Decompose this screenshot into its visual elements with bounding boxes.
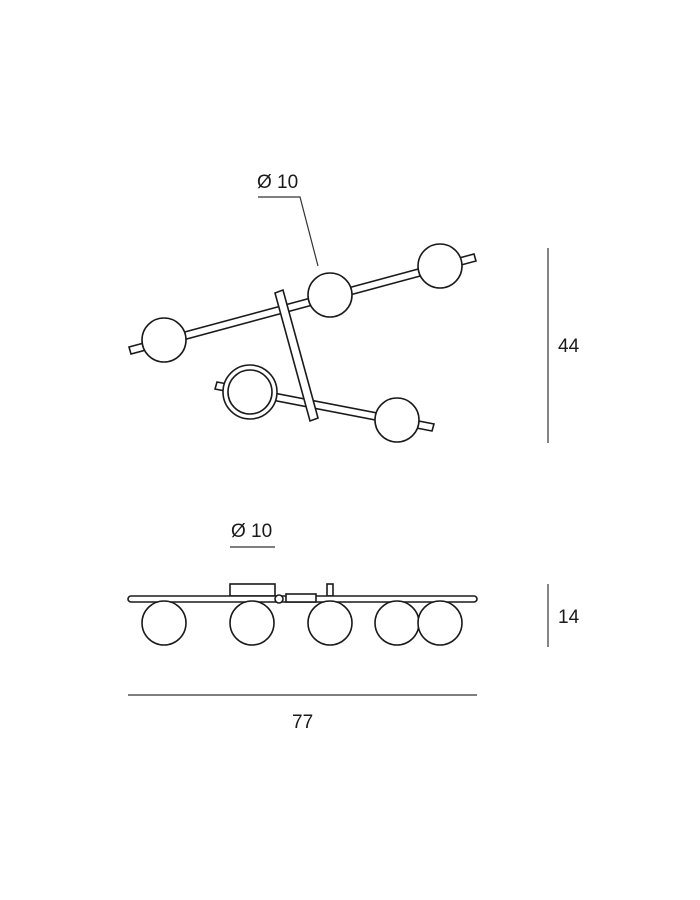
side-height-label: 14	[558, 607, 580, 628]
rail-sleeve	[285, 593, 317, 603]
globe	[374, 397, 420, 443]
diameter-leader	[258, 196, 319, 267]
canopy	[229, 583, 276, 597]
side-width-label: 77	[292, 712, 313, 733]
joint	[274, 594, 284, 604]
side-diameter-label: Ø 10	[231, 521, 272, 542]
globe	[417, 600, 463, 646]
cross-bar	[274, 288, 319, 423]
globe	[141, 600, 187, 646]
side-view: Ø 10 14 77	[127, 521, 580, 733]
globe	[307, 272, 353, 318]
upper-arm	[128, 253, 477, 355]
globe	[374, 600, 420, 646]
globe	[307, 600, 353, 646]
top-view: Ø 10 44	[128, 172, 580, 443]
top-diameter-label: Ø 10	[257, 172, 298, 193]
globe	[417, 243, 463, 289]
top-height-label: 44	[558, 336, 580, 357]
globe	[227, 369, 273, 415]
globe	[141, 317, 187, 363]
globe	[229, 600, 275, 646]
post	[326, 583, 334, 597]
